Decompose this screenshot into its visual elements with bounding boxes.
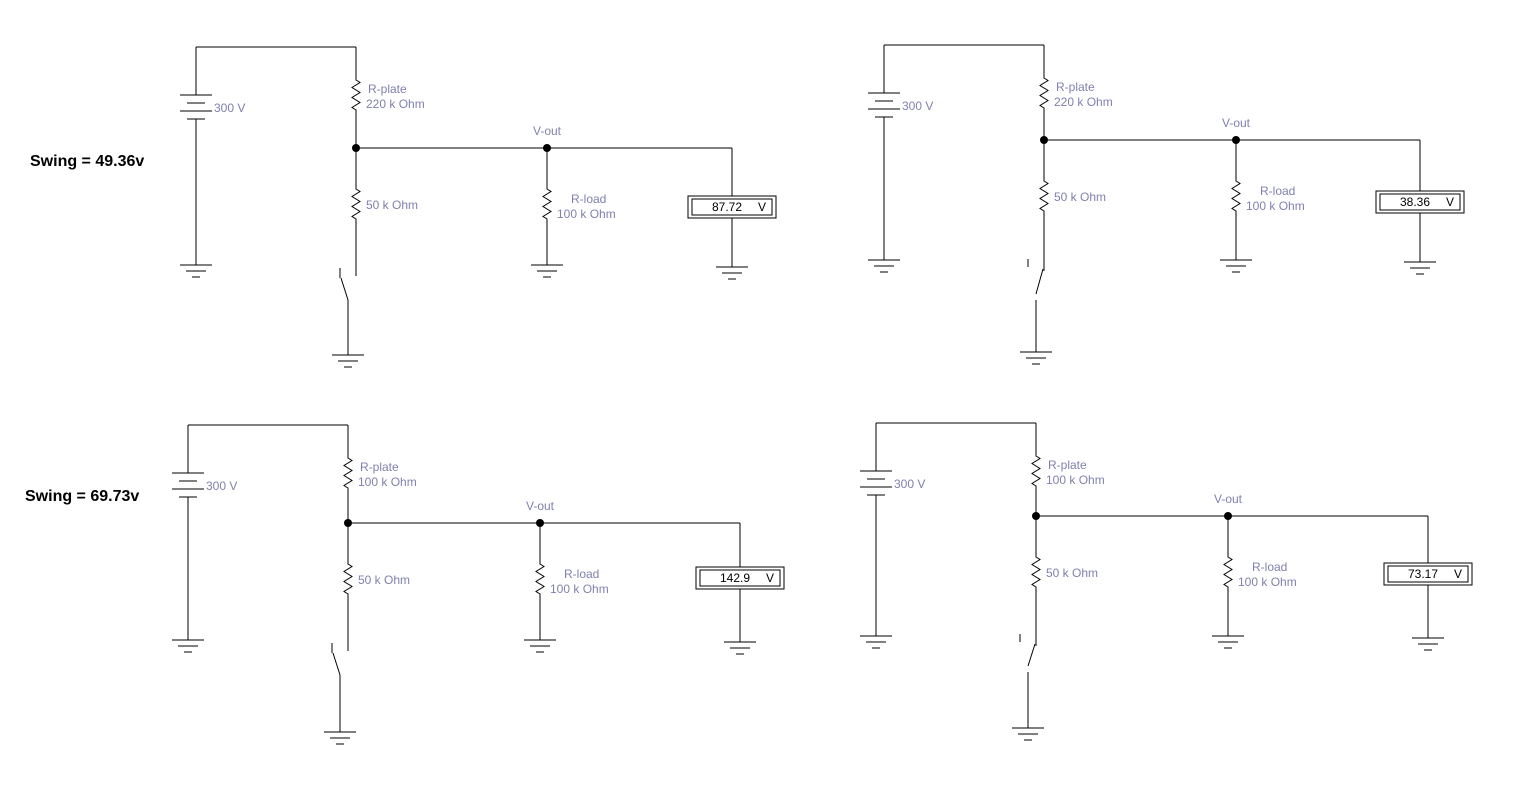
voltmeter-unit: V — [758, 200, 766, 214]
rload-ground-icon — [524, 639, 556, 653]
meter-ground-icon — [724, 641, 756, 655]
rload-ground-icon — [1212, 635, 1244, 649]
rlower-resistor — [351, 184, 361, 224]
voltmeter-display — [691, 198, 773, 216]
battery-symbol — [868, 92, 900, 118]
rlower-value-label: 50 k Ohm — [358, 573, 410, 587]
rload-name-label: R-load — [564, 567, 599, 581]
switch-blade — [340, 277, 349, 301]
voltmeter-unit: V — [1446, 195, 1454, 209]
battery-label: 300 V — [902, 99, 933, 113]
rplate-name-label: R-plate — [368, 82, 407, 96]
rplate-resistor — [1039, 73, 1049, 113]
rplate-resistor — [343, 453, 353, 493]
rplate-value-label: 220 k Ohm — [366, 97, 425, 111]
rlower-resistor — [1039, 176, 1049, 216]
rplate-value-label: 100 k Ohm — [1046, 473, 1105, 487]
rplate-name-label: R-plate — [1048, 458, 1087, 472]
rlower-resistor — [1031, 552, 1041, 592]
meter-ground-icon — [716, 266, 748, 280]
rlower-value-label: 50 k Ohm — [1054, 190, 1106, 204]
rload-ground-icon — [531, 264, 563, 278]
switch-ground-icon — [332, 354, 364, 368]
battery-ground-icon — [860, 635, 892, 649]
voltmeter-reading: 73.17 — [1408, 567, 1438, 581]
voltmeter-reading: 38.36 — [1400, 195, 1430, 209]
battery-symbol — [172, 472, 204, 498]
voltmeter: 87.72 V — [687, 195, 777, 219]
battery-label: 300 V — [214, 101, 245, 115]
switch-blade — [1035, 268, 1044, 295]
voltmeter-display — [1379, 193, 1461, 211]
rlower-value-label: 50 k Ohm — [1046, 566, 1098, 580]
vout-label: V-out — [533, 124, 562, 138]
switch-ground-icon — [324, 731, 356, 745]
voltmeter-display — [1387, 565, 1469, 583]
battery-ground-icon — [868, 259, 900, 273]
rload-ground-icon — [1220, 259, 1252, 273]
switch-symbol — [1019, 634, 1037, 667]
rload-value-label: 100 k Ohm — [550, 582, 609, 596]
rload-resistor — [1223, 552, 1233, 592]
voltmeter: 142.9 V — [695, 566, 785, 590]
switch-ground-icon — [1020, 351, 1052, 365]
meter-ground-icon — [1412, 637, 1444, 651]
rplate-resistor — [351, 75, 361, 115]
rplate-name-label: R-plate — [1056, 80, 1095, 94]
rlower-resistor — [343, 559, 353, 599]
rload-value-label: 100 k Ohm — [1238, 575, 1297, 589]
swing-label: Swing = 69.73v — [25, 488, 140, 505]
switch-blade — [1027, 643, 1036, 667]
rplate-resistor — [1031, 451, 1041, 491]
rload-name-label: R-load — [1252, 560, 1287, 574]
voltmeter-unit: V — [766, 571, 774, 585]
voltmeter-reading: 87.72 — [712, 200, 742, 214]
rload-resistor — [542, 184, 552, 224]
battery-label: 300 V — [206, 479, 237, 493]
vout-label: V-out — [1222, 116, 1251, 130]
voltmeter: 38.36 V — [1375, 190, 1465, 214]
battery-symbol — [860, 470, 892, 496]
rload-name-label: R-load — [571, 192, 606, 206]
voltmeter-unit: V — [1454, 567, 1462, 581]
rload-value-label: 100 k Ohm — [557, 207, 616, 221]
rplate-name-label: R-plate — [360, 460, 399, 474]
swing-label: Swing = 49.36v — [30, 153, 145, 170]
voltmeter: 73.17 V — [1383, 562, 1473, 586]
switch-symbol — [339, 268, 357, 301]
rload-value-label: 100 k Ohm — [1246, 199, 1305, 213]
rload-name-label: R-load — [1260, 184, 1295, 198]
meter-ground-icon — [1404, 261, 1436, 275]
battery-symbol — [180, 94, 212, 120]
rplate-value-label: 220 k Ohm — [1054, 95, 1113, 109]
vout-label: V-out — [1214, 492, 1243, 506]
switch-symbol — [1027, 259, 1045, 295]
switch-ground-icon — [1012, 727, 1044, 741]
battery-label: 300 V — [894, 477, 925, 491]
battery-ground-icon — [180, 264, 212, 278]
rlower-value-label: 50 k Ohm — [366, 198, 418, 212]
battery-ground-icon — [172, 639, 204, 653]
rload-resistor — [1231, 176, 1241, 216]
vout-label: V-out — [526, 499, 555, 513]
voltmeter-display — [699, 569, 781, 587]
voltmeter-reading: 142.9 — [720, 571, 750, 585]
switch-blade — [332, 652, 341, 676]
rload-resistor — [535, 559, 545, 599]
rplate-value-label: 100 k Ohm — [358, 475, 417, 489]
switch-symbol — [331, 643, 349, 676]
